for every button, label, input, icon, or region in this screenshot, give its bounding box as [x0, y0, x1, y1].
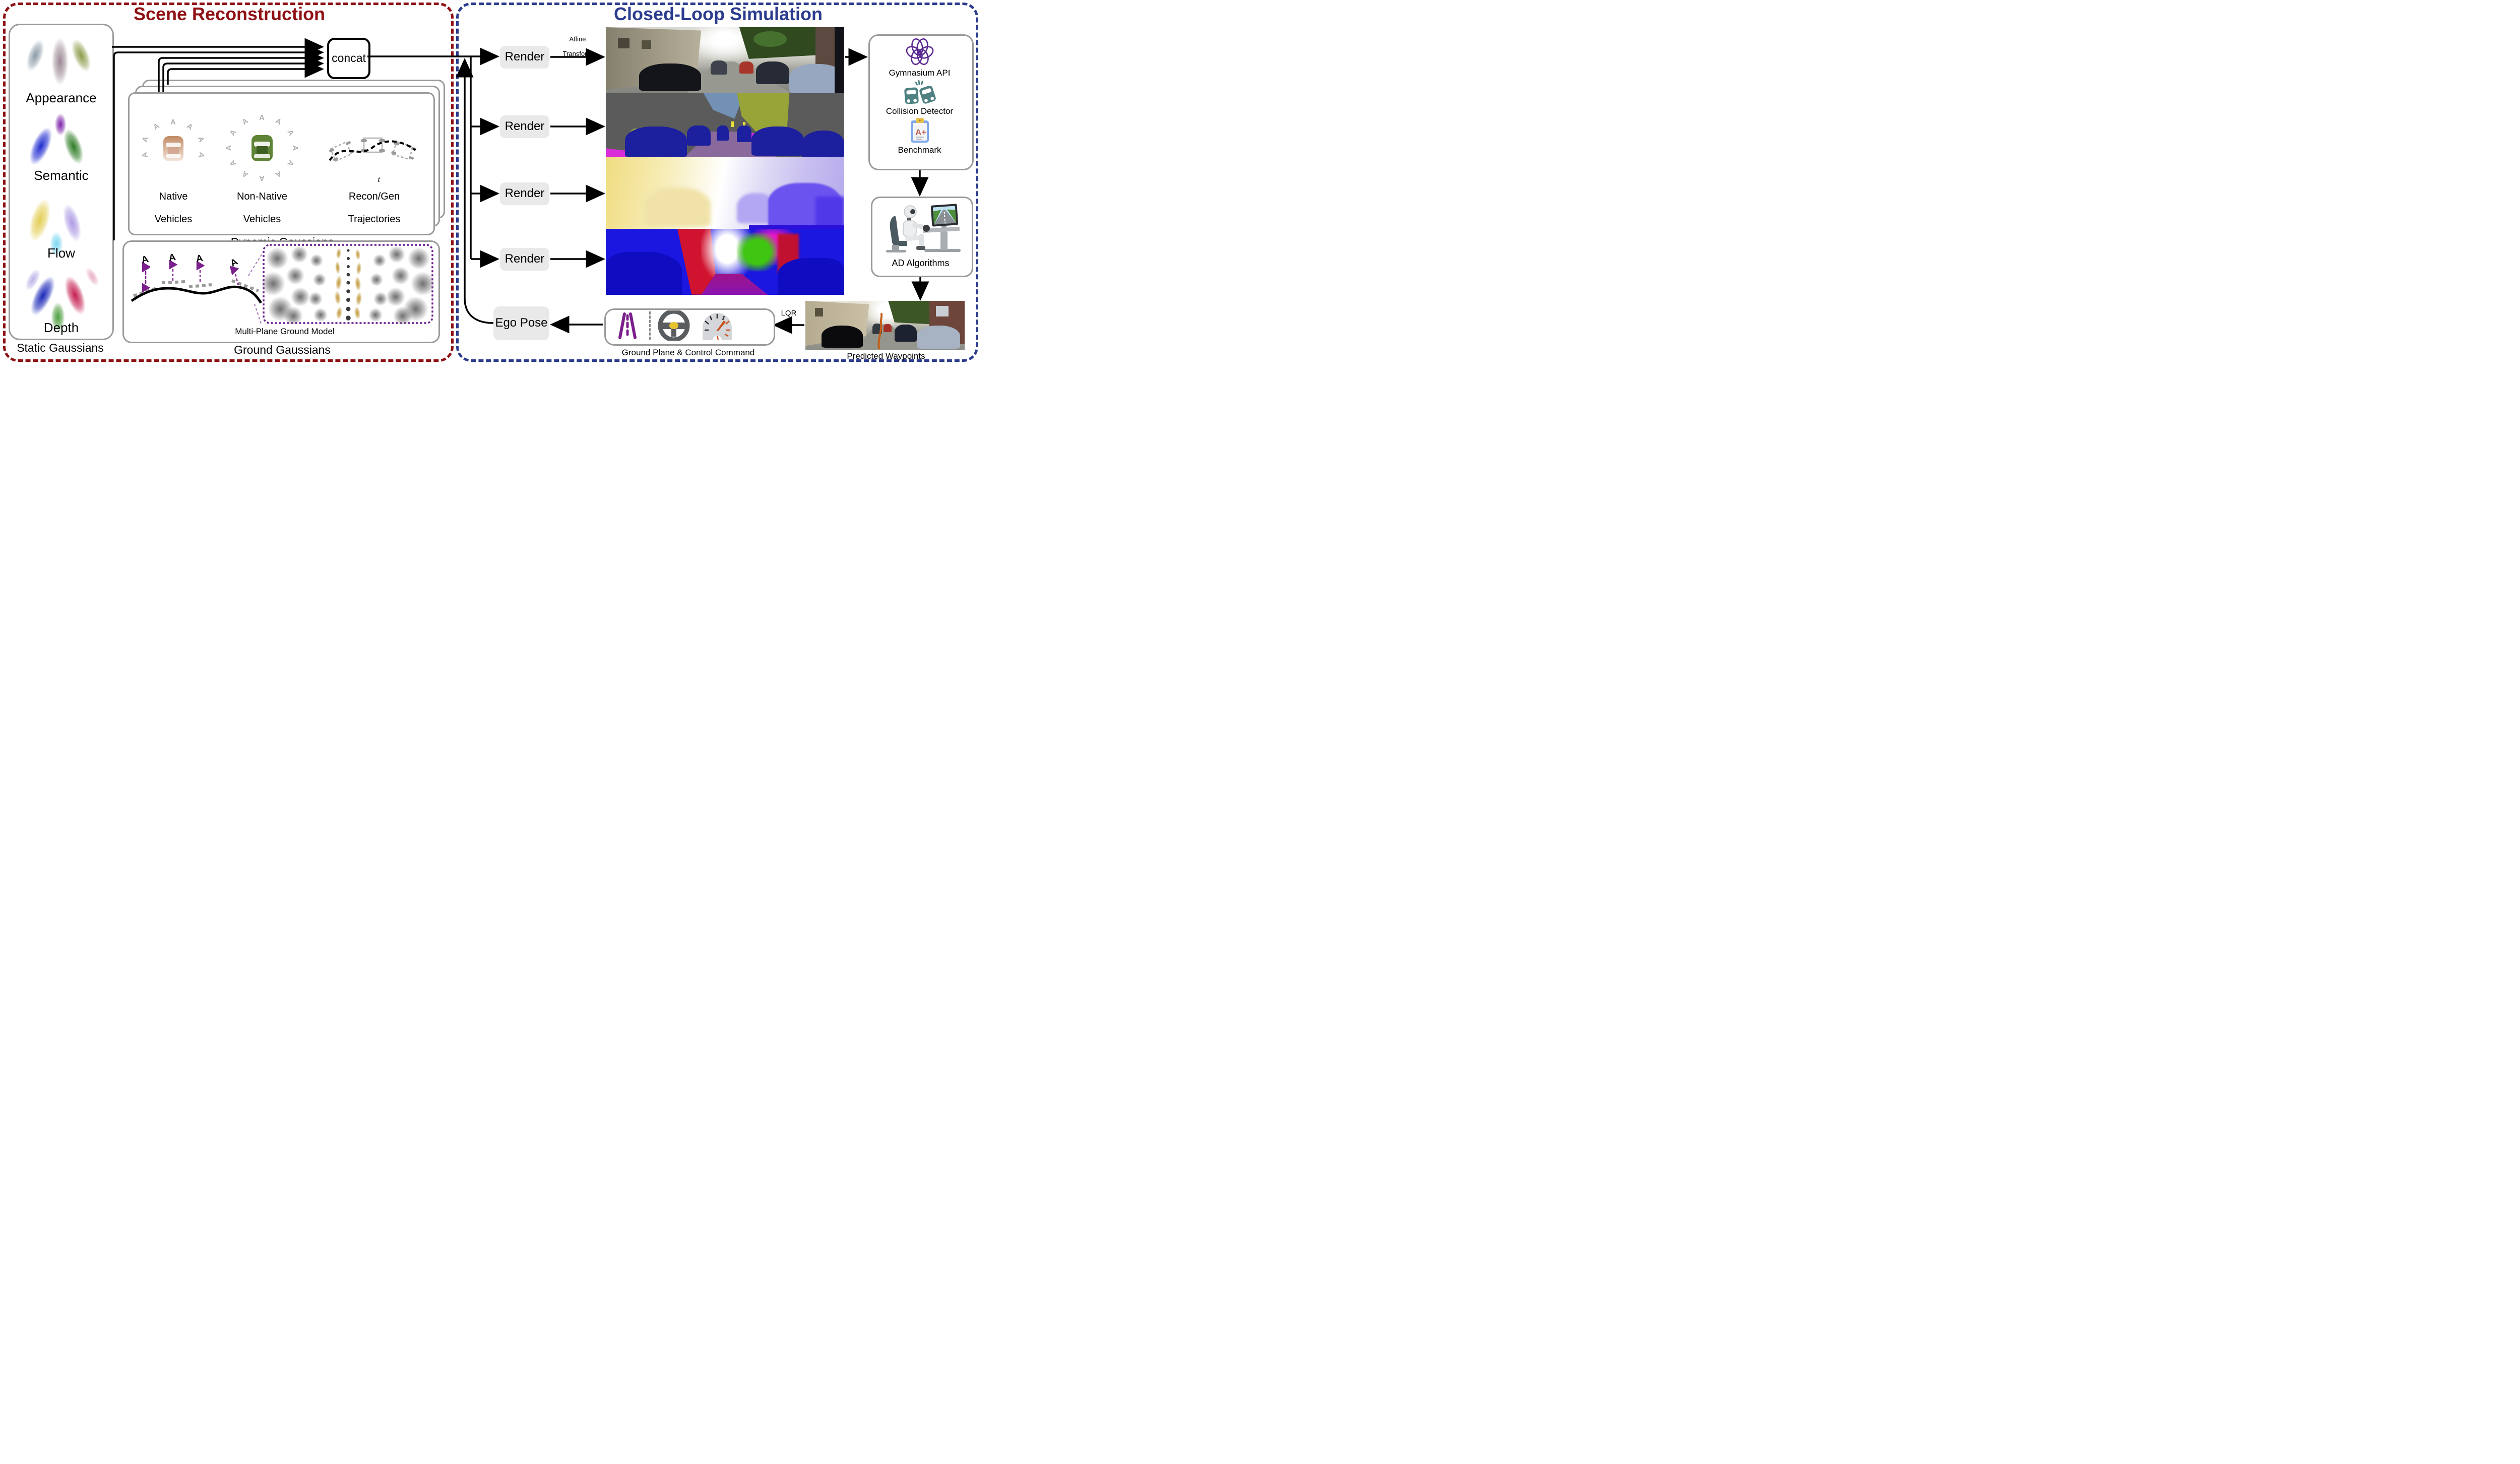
trajectory-time-label: t [377, 174, 381, 184]
static-label-depth: Depth [43, 320, 79, 335]
native-vehicle-icon [163, 136, 183, 161]
recon-gen-trajectories-label: Recon/Gen Trajectories [340, 180, 408, 225]
waypoint-path-curve [877, 313, 883, 349]
static-gaussians-panel: Appearance Semantic Flow Depth [9, 24, 114, 340]
static-label-appearance: Appearance [26, 90, 97, 105]
camera-gaussian-glyph: A [224, 145, 233, 151]
native-vehicles-line2: Vehicles [154, 214, 193, 225]
speedometer-icon [703, 313, 732, 340]
camera-gaussian-glyph: A [170, 118, 176, 126]
camera-gaussian-glyph: A [228, 158, 238, 168]
affine-line1: Affine [569, 35, 586, 43]
scene-reconstruction-title: Scene Reconstruction [133, 4, 326, 24]
camera-gaussian-glyph: A [240, 116, 250, 127]
non-native-vehicles-line1: Non-Native [236, 191, 288, 203]
gray-ground-gaussians [262, 246, 434, 325]
gymnasium-api-label: Gymnasium API [889, 68, 951, 78]
render-label: Render [505, 50, 545, 64]
static-label-semantic: Semantic [34, 168, 89, 183]
rendered-rgb-image [606, 27, 844, 93]
camera-gaussian-glyph: A [140, 151, 150, 159]
concat-label: concat [332, 51, 366, 65]
collision-detector-label: Collision Detector [886, 106, 954, 116]
concat-node: concat [327, 38, 370, 79]
recon-gen-line2: Trajectories [348, 214, 401, 225]
benchmark-label: Benchmark [898, 145, 941, 155]
camera-gaussian-glyph: A [259, 113, 265, 122]
ego-pose-box: Ego Pose [493, 306, 549, 340]
steering-wheel-icon [658, 310, 690, 341]
rendered-flow-image [606, 157, 844, 229]
render-box-rgb: Render [500, 46, 549, 69]
camera-gaussian-glyph: A [228, 128, 238, 138]
render-label: Render [505, 119, 545, 134]
ad-algorithms-label: AD Algorithms [892, 258, 950, 268]
control-command-caption: Ground Plane & Control Command [621, 348, 755, 357]
camera-gaussian-glyph: A [240, 169, 250, 179]
camera-gaussian-glyph: A [196, 135, 206, 144]
figure-canvas: Scene Reconstruction Closed-Loop Simulat… [0, 0, 979, 366]
camera-gaussian-glyph: A [141, 135, 151, 144]
scene-reconstruction-frame [3, 3, 454, 362]
closed-loop-simulation-frame [456, 3, 978, 362]
rendered-semantic-image [606, 93, 844, 157]
ad-robot-icon [886, 204, 961, 252]
gymnasium-logo-icon [906, 38, 934, 65]
center-dot-gaussians [346, 249, 351, 321]
predicted-waypoints-caption: Predicted Waypoints [847, 351, 925, 361]
ground-gaussians-caption: Ground Gaussians [234, 343, 331, 356]
predicted-waypoints-image [805, 301, 965, 350]
affine-transform-label: Affine Transform [552, 28, 603, 57]
non-native-vehicles-label: Non-Native Vehicles [229, 180, 295, 225]
ego-pose-label: Ego Pose [495, 316, 548, 330]
camera-gaussian-glyph: A [274, 169, 283, 179]
render-box-depth: Render [500, 248, 549, 271]
render-box-flow: Render [500, 182, 549, 205]
control-panel-divider [649, 311, 651, 340]
multi-plane-ground-model-caption: Multi-Plane Ground Model [235, 327, 335, 336]
ground-surface-sketch [131, 254, 263, 326]
ground-plane-road-icon [618, 312, 637, 339]
benchmark-grade: A+ [915, 128, 926, 137]
native-vehicles-line1: Native [159, 191, 188, 203]
affine-line2: Transform [562, 49, 593, 57]
rendered-depth-image [606, 229, 844, 295]
multi-plane-gaussians-inset [262, 244, 434, 325]
lqr-label: LQR [781, 309, 797, 317]
non-native-vehicles-line2: Vehicles [243, 214, 281, 225]
closed-loop-simulation-title: Closed-Loop Simulation [614, 4, 823, 24]
camera-gaussian-glyph: A [285, 158, 296, 168]
render-label: Render [505, 186, 545, 201]
static-label-flow: Flow [47, 245, 75, 261]
recon-gen-line1: Recon/Gen [348, 191, 400, 203]
camera-gaussian-glyph: A [185, 121, 195, 132]
camera-gaussian-glyph: A [196, 151, 207, 159]
static-gaussians-caption: Static Gaussians [17, 341, 104, 354]
camera-gaussian-glyph: A [290, 145, 299, 151]
native-vehicles-label: Native Vehicles [143, 180, 204, 225]
render-label: Render [505, 252, 545, 266]
camera-gaussian-glyph: A [274, 116, 283, 127]
lane-marking-gaussians [334, 248, 362, 320]
collision-detector-icon [904, 80, 936, 104]
benchmark-icon: A+ [911, 118, 929, 143]
camera-gaussian-glyph: A [151, 121, 161, 132]
trajectories-sketch [329, 137, 417, 162]
camera-gaussian-glyph: A [285, 128, 296, 138]
render-box-semantic: Render [500, 115, 549, 138]
non-native-vehicle-icon [251, 135, 273, 161]
